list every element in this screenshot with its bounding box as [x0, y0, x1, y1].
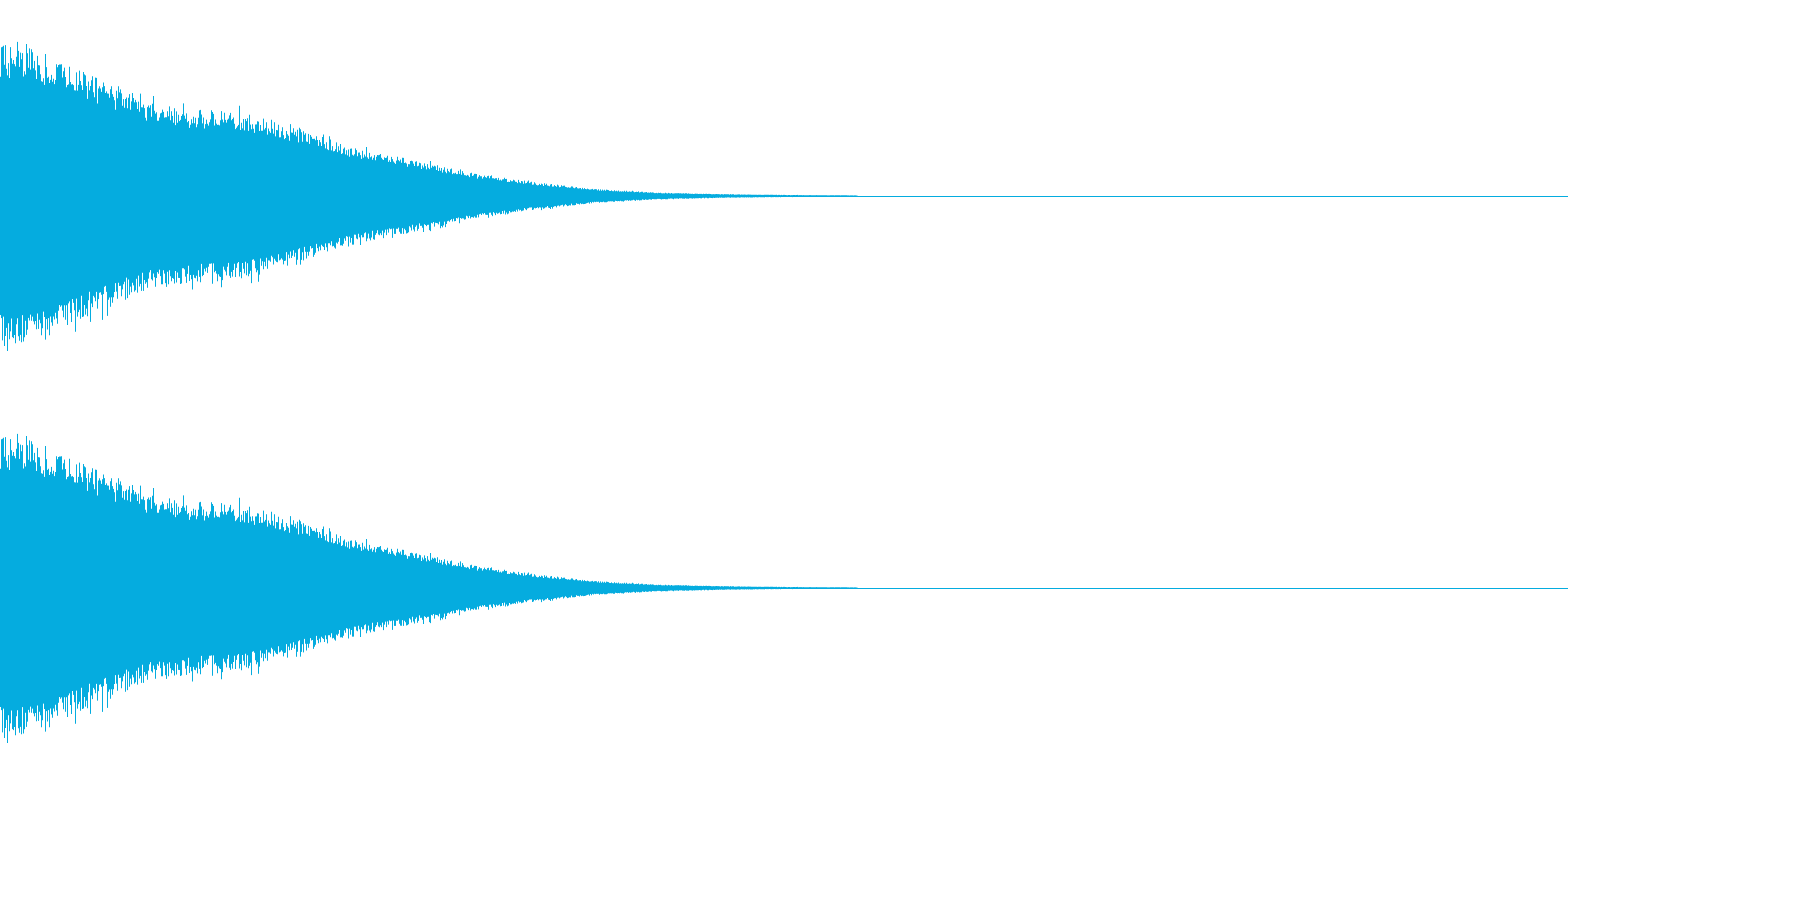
waveform-left-svg — [0, 41, 1568, 351]
waveform-channel-right — [0, 392, 1568, 784]
waveform-right-svg — [0, 433, 1568, 743]
waveform-display — [0, 0, 1568, 784]
waveform-channel-left — [0, 0, 1568, 392]
